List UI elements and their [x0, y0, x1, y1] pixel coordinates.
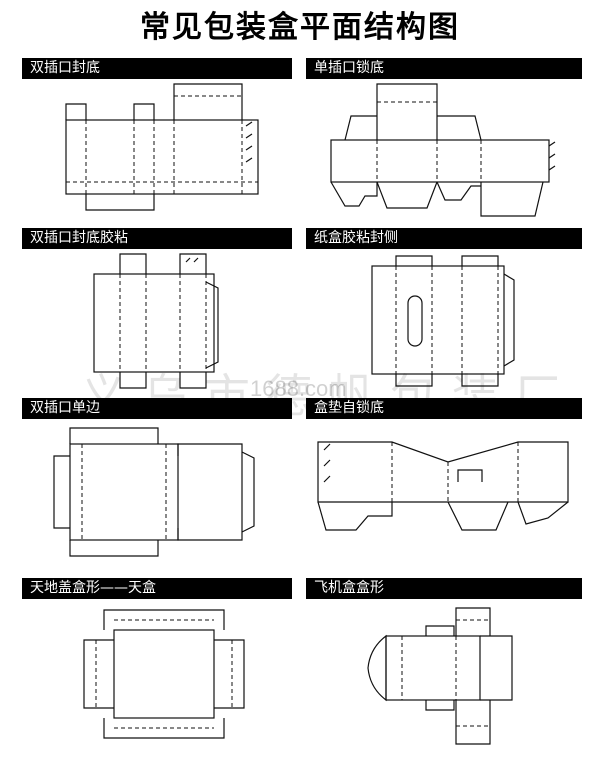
dieline-mailer-box	[367, 607, 513, 745]
dieline-double-tuck-seal-bottom	[65, 83, 259, 211]
dieline-double-tuck-single-edge	[53, 427, 255, 557]
section-label: 双插口封底胶粘	[30, 230, 128, 246]
section-label: 盒垫自锁底	[314, 400, 384, 416]
section-label: 单插口锁底	[314, 60, 384, 76]
dieline-single-tuck-lock-bottom	[330, 83, 556, 217]
section-header-2: 单插口锁底	[306, 58, 582, 79]
watermark-text: 义乌市德帆包装厂	[80, 369, 576, 423]
section-label: 纸盒胶粘封侧	[314, 230, 398, 246]
section-header-7: 天地盖盒形——天盒	[22, 578, 292, 599]
section-label: 双插口封底	[30, 60, 100, 76]
section-header-5: 双插口单边	[22, 398, 292, 419]
page-title: 常见包装盒平面结构图	[140, 10, 460, 45]
section-label: 天地盖盒形——天盒	[30, 580, 156, 596]
dieline-lid-tray-top	[83, 609, 245, 739]
section-label: 飞机盒盒形	[314, 580, 384, 596]
section-header-6: 盒垫自锁底	[306, 398, 582, 419]
section-header-8: 飞机盒盒形	[306, 578, 582, 599]
watermark-url: 1688.com	[250, 376, 347, 401]
section-header-3: 双插口封底胶粘	[22, 228, 292, 249]
dieline-self-locking-tray-bottom	[317, 441, 569, 531]
dieline-double-tuck-glued-bottom	[93, 253, 219, 389]
section-header-4: 纸盒胶粘封侧	[306, 228, 582, 249]
section-header-1: 双插口封底	[22, 58, 292, 79]
section-label: 双插口单边	[30, 400, 100, 416]
dieline-glued-side-seal	[371, 255, 515, 387]
